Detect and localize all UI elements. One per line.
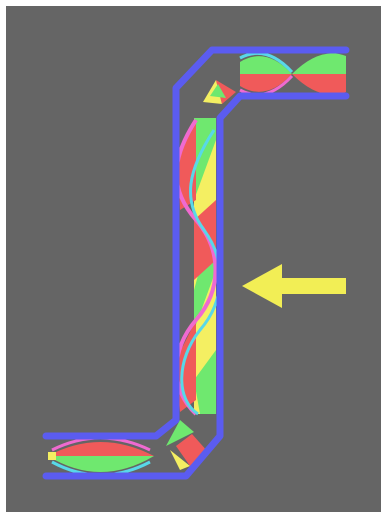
bottom-lobe-tip-left <box>48 452 56 460</box>
arrow-shaft <box>278 278 346 294</box>
